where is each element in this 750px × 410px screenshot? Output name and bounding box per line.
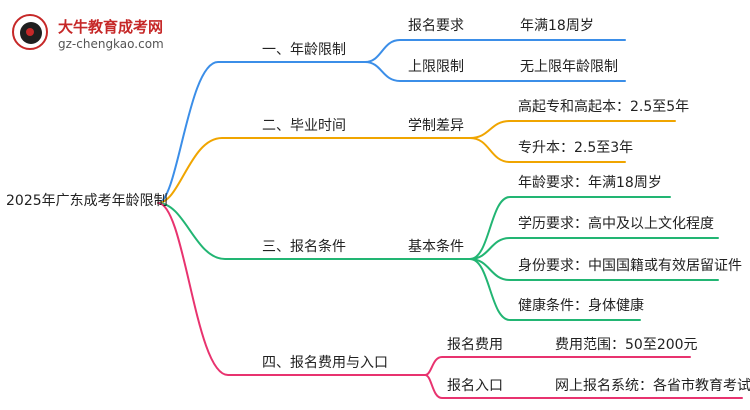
node-upper-limit: 上限限制: [408, 59, 464, 75]
node-registration-requirement: 报名要求: [408, 18, 464, 34]
connector-branch4-child1: [424, 356, 549, 376]
connector-b3-value2: [469, 237, 719, 260]
branch-age-limit: 一、年龄限制: [262, 42, 346, 58]
connector-b3-value1: [469, 196, 671, 260]
connector-branch1-child1: [364, 39, 486, 63]
logo-mark-icon: [20, 22, 42, 44]
value-education-condition: 学历要求：高中及以上文化程度: [518, 216, 714, 232]
node-schooling-difference: 学制差异: [408, 118, 464, 134]
connector-root-branch1: [157, 61, 366, 204]
connector-root-branch4: [157, 202, 426, 376]
value-health-condition: 健康条件：身体健康: [518, 298, 644, 314]
mindmap-root: 2025年广东成考年龄限制: [6, 193, 168, 209]
logo-url: gz-chengkao.com: [58, 37, 164, 51]
node-registration-fee: 报名费用: [447, 337, 503, 353]
value-age-condition: 年龄要求：年满18周岁: [518, 175, 662, 191]
value-age-requirement: 年满18周岁: [520, 18, 594, 34]
node-basic-conditions: 基本条件: [408, 239, 464, 255]
connector-branch4-child2: [424, 374, 549, 399]
branch-graduation-time: 二、毕业时间: [262, 118, 346, 134]
logo-emblem-icon: [12, 14, 48, 50]
value-no-upper-limit: 无上限年龄限制: [520, 59, 618, 75]
value-identity-condition: 身份要求：中国国籍或有效居留证件: [518, 258, 742, 274]
branch-fees-and-portal: 四、报名费用与入口: [262, 355, 388, 371]
site-logo: 大牛教育成考网 gz-chengkao.com: [4, 10, 179, 56]
connector-root-branch3: [157, 202, 401, 260]
logo-title: 大牛教育成考网: [58, 18, 164, 36]
connector-child-value2: [469, 137, 626, 163]
connector-b3-value4: [469, 258, 641, 321]
node-registration-portal: 报名入口: [447, 378, 503, 394]
value-gaoqi-duration: 高起专和高起本：2.5至5年: [518, 99, 690, 115]
value-zhuanshengben-duration: 专升本：2.5至3年: [518, 140, 634, 156]
value-fee-range: 费用范围：50至200元: [555, 337, 698, 353]
connector-child-value1: [469, 120, 676, 139]
branch-registration-conditions: 三、报名条件: [262, 239, 346, 255]
connector-branch1-child2: [364, 61, 486, 82]
connector-root-branch2: [157, 137, 396, 204]
value-online-system: 网上报名系统：各省市教育考试院: [555, 378, 750, 394]
